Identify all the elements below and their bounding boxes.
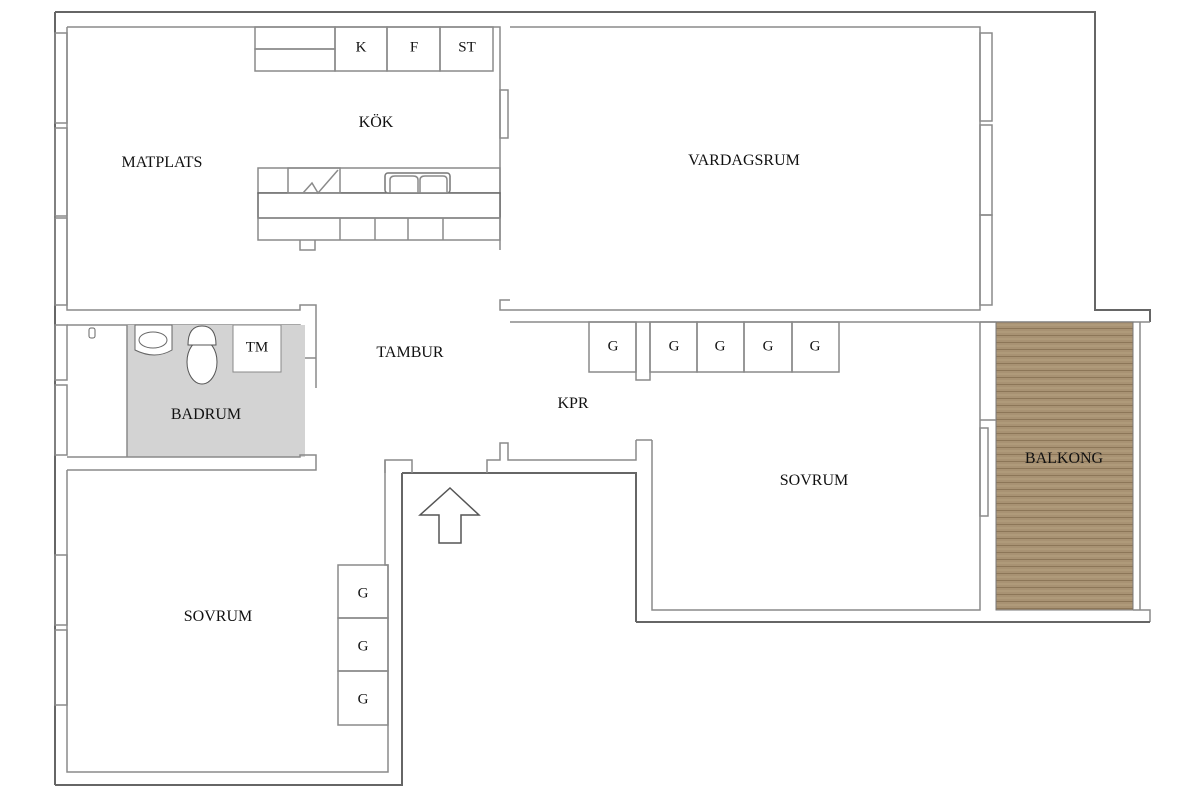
fixture-label-tm: TM — [245, 339, 269, 356]
room-label-kok: KÖK — [358, 114, 394, 131]
room-label-matplats: MATPLATS — [121, 154, 203, 171]
fixture-label-k: K — [355, 39, 367, 56]
wardrobe-label: G — [607, 338, 619, 355]
room-label-kpr: KPR — [557, 395, 589, 412]
wardrobe-label: G — [668, 338, 680, 355]
fixture-label-st: ST — [458, 39, 476, 56]
wardrobe-label: G — [809, 338, 821, 355]
room-label-sovrum-right: SOVRUM — [779, 472, 849, 489]
wardrobe-label: G — [357, 585, 369, 602]
fixture-label-f: F — [409, 39, 419, 56]
room-label-badrum: BADRUM — [170, 406, 242, 423]
wardrobe-label: G — [357, 691, 369, 708]
wardrobe-label: G — [762, 338, 774, 355]
wardrobe-label: G — [714, 338, 726, 355]
room-label-sovrum-left: SOVRUM — [183, 608, 253, 625]
room-label-tambur: TAMBUR — [376, 344, 444, 361]
wardrobe-label: G — [357, 638, 369, 655]
room-label-vardagsrum: VARDAGSRUM — [688, 152, 800, 169]
entrance-arrow-icon — [418, 486, 481, 544]
room-label-balkong: BALKONG — [1024, 450, 1104, 467]
